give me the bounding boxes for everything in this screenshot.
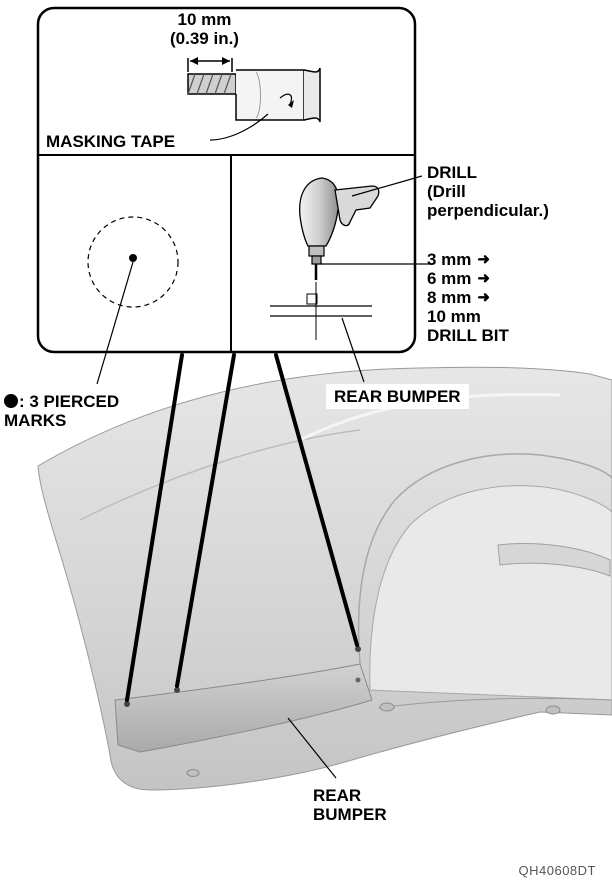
rear-bumper-illustration — [37, 366, 612, 791]
drill-illustration — [270, 175, 432, 383]
bit-step-row: 6 mm ➜ — [427, 269, 509, 288]
pierced-marks-line1: : 3 PIERCED — [19, 392, 120, 411]
right-arrow-icon: ➜ — [477, 270, 490, 287]
bit-step-size: 8 mm — [427, 288, 472, 307]
pierced-marks — [124, 646, 361, 707]
figure-code: QH40608DT — [518, 863, 596, 878]
pierced-marks-line2: MARKS — [4, 411, 67, 430]
bit-step-size: 6 mm — [427, 269, 472, 288]
rear-bumper-label: REAR BUMPER — [313, 786, 387, 824]
drill-bit-sizes: 3 mm ➜ 6 mm ➜ 8 mm ➜ 10 mm DRILL BIT — [427, 250, 509, 345]
masked-drill-bit-illustration — [187, 57, 321, 141]
bit-step-row: 3 mm ➜ — [427, 250, 509, 269]
drill-bit-label: DRILL BIT — [427, 326, 509, 345]
drill-label-line3: perpendicular.) — [427, 201, 549, 220]
pierced-mark-right — [355, 646, 361, 652]
drill-label: DRILL (Drill perpendicular.) — [427, 163, 549, 220]
masking-tape-label: MASKING TAPE — [46, 132, 176, 151]
dimension-in: (0.39 in.) — [170, 29, 239, 48]
bit-step-row: 8 mm ➜ — [427, 288, 509, 307]
right-arrow-icon: ➜ — [477, 251, 490, 268]
pierced-mark-dot-icon — [4, 394, 18, 408]
rear-bumper-line2: BUMPER — [313, 805, 387, 824]
pierced-mark-middle — [174, 687, 180, 693]
rear-bumper-leader — [287, 717, 337, 779]
bit-final-size: 10 mm — [427, 307, 481, 326]
right-arrow-icon: ➜ — [477, 289, 490, 306]
pierced-mark-detail — [87, 216, 179, 385]
dimension-label: 10 mm (0.39 in.) — [170, 10, 239, 48]
dimension-mm: 10 mm — [177, 10, 232, 29]
drill-label-line1: DRILL — [427, 163, 478, 182]
rear-bumper-inset-label: REAR BUMPER — [326, 384, 469, 409]
rear-bumper-line1: REAR — [313, 786, 362, 805]
bit-step-size: 3 mm — [427, 250, 472, 269]
pierced-marks-label: : 3 PIERCED MARKS — [4, 392, 119, 430]
drill-label-line2: (Drill — [427, 182, 466, 201]
pierced-mark-left — [124, 701, 130, 707]
leader-lines — [125, 353, 359, 702]
